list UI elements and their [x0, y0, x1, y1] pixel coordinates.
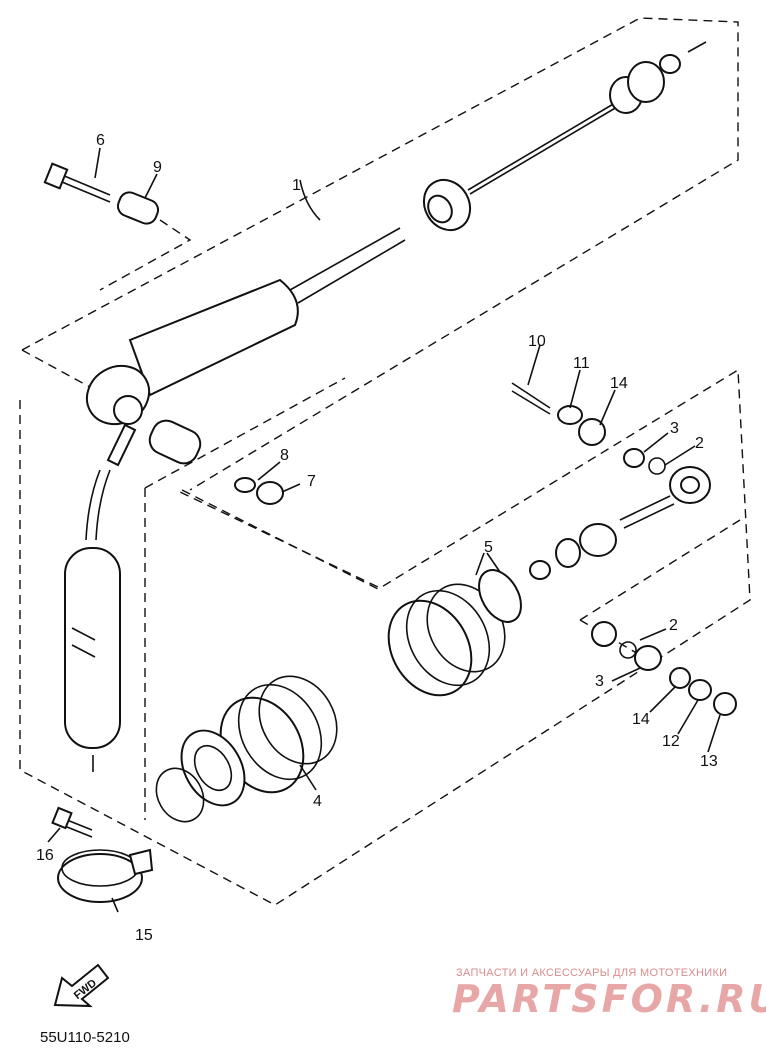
shock-absorber-body: [64, 227, 406, 772]
label-part-2-upper: 2: [695, 435, 704, 452]
springs: [155, 583, 506, 823]
upper-rod-assembly: [422, 41, 707, 232]
label-part-7: 7: [307, 473, 316, 490]
label-part-9: 9: [153, 159, 162, 176]
forward-arrow: FWD: [53, 963, 110, 1008]
label-part-8: 8: [280, 447, 289, 464]
label-part-16: 16: [36, 847, 54, 864]
label-part-12: 12: [662, 733, 680, 750]
label-part-2-lower: 2: [669, 617, 678, 634]
drawing-code: 55U110-5210: [40, 1029, 130, 1046]
label-part-14-lower: 14: [632, 711, 650, 728]
leader-lines: [47, 147, 721, 913]
label-part-14-upper: 14: [610, 375, 628, 392]
label-part-3-lower: 3: [595, 673, 604, 690]
label-part-6: 6: [96, 132, 105, 149]
watermark-brand: PARTSFOR.RU: [452, 977, 766, 1021]
label-part-11: 11: [573, 355, 590, 372]
lower-components: [478, 448, 737, 716]
watermark: ЗАПЧАСТИ И АКСЕССУАРЫ ДЛЯ МОТОТЕХНИКИ PA…: [452, 967, 766, 1021]
clamp-assembly: [51, 806, 154, 903]
label-part-10: 10: [528, 333, 546, 350]
label-part-3-upper: 3: [670, 420, 679, 437]
label-part-5: 5: [484, 539, 493, 556]
label-part-1: 1: [292, 177, 301, 194]
label-part-15: 15: [135, 927, 153, 944]
watermark-tagline: ЗАПЧАСТИ И АКСЕССУАРЫ ДЛЯ МОТОТЕХНИКИ: [456, 967, 727, 979]
part-number-labels: 1 6 9 10 11 14 3 2 8 7 5 2 3 14 12 13 4 …: [36, 132, 718, 944]
label-part-13: 13: [700, 753, 718, 770]
mount-bolts: [43, 162, 606, 505]
label-part-4: 4: [313, 793, 322, 810]
